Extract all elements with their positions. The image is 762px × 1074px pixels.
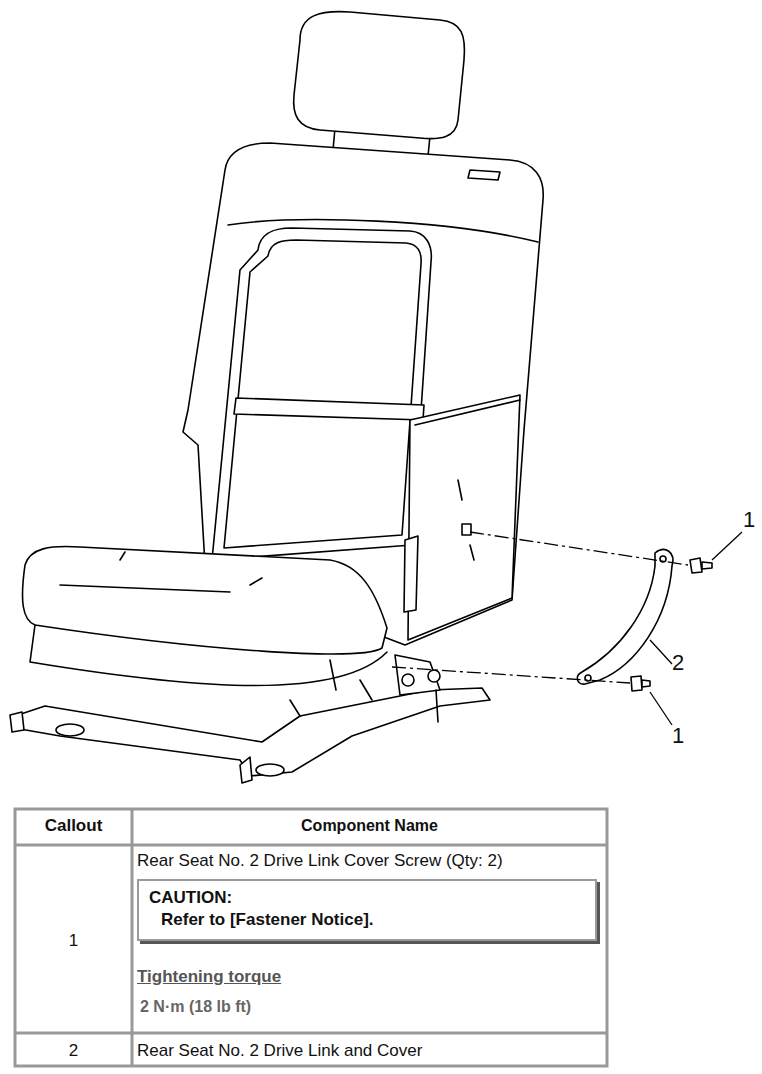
caution-text: Refer to [Fastener Notice]. — [149, 909, 585, 931]
torque-heading: Tightening torque — [137, 966, 281, 987]
table-cell: Rear Seat No. 2 Drive Link Cover Screw (… — [137, 850, 503, 871]
callout-number: 1 — [737, 508, 761, 532]
callout-number: 1 — [666, 724, 690, 748]
table-header: Callout — [15, 815, 132, 836]
table-header: Component Name — [132, 815, 607, 836]
table-cell: Rear Seat No. 2 Drive Link and Cover — [137, 1040, 422, 1061]
caution-box: CAUTION:Refer to [Fastener Notice]. — [137, 879, 597, 941]
caution-heading: CAUTION: — [149, 887, 585, 909]
torque-value: 2 N·m (18 lb ft) — [140, 996, 251, 1017]
table-cell: 1 — [15, 930, 132, 951]
table-cell: 2 — [15, 1040, 132, 1061]
callout-number: 2 — [666, 651, 690, 675]
